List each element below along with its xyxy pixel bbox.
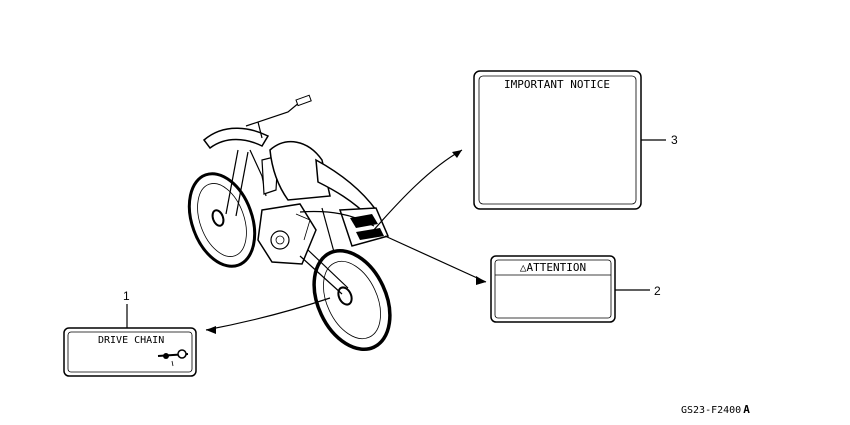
figure-code-main: GS23-F2400: [681, 405, 741, 416]
figure-code-suffix: A: [743, 403, 750, 416]
attention-label: △ATTENTION 2: [490, 255, 661, 323]
leader-arrows: [205, 149, 487, 334]
important-notice-label: IMPORTANT NOTICE 3: [473, 70, 678, 210]
chain-adjuster-icon: [157, 349, 189, 367]
motorcycle-illustration: [187, 94, 392, 352]
attention-title: △ATTENTION: [520, 261, 586, 274]
drive-chain-title: DRIVE CHAIN: [98, 335, 164, 346]
attention-text: ATTENTION: [527, 261, 587, 274]
callout-number-3: 3: [671, 133, 678, 147]
important-notice-title: IMPORTANT NOTICE: [504, 78, 610, 91]
callout-number-1: 1: [123, 289, 130, 303]
warning-triangle-icon: △: [520, 261, 527, 274]
drive-chain-label: DRIVE CHAIN 1: [63, 289, 197, 377]
callout-number-2: 2: [654, 284, 661, 298]
